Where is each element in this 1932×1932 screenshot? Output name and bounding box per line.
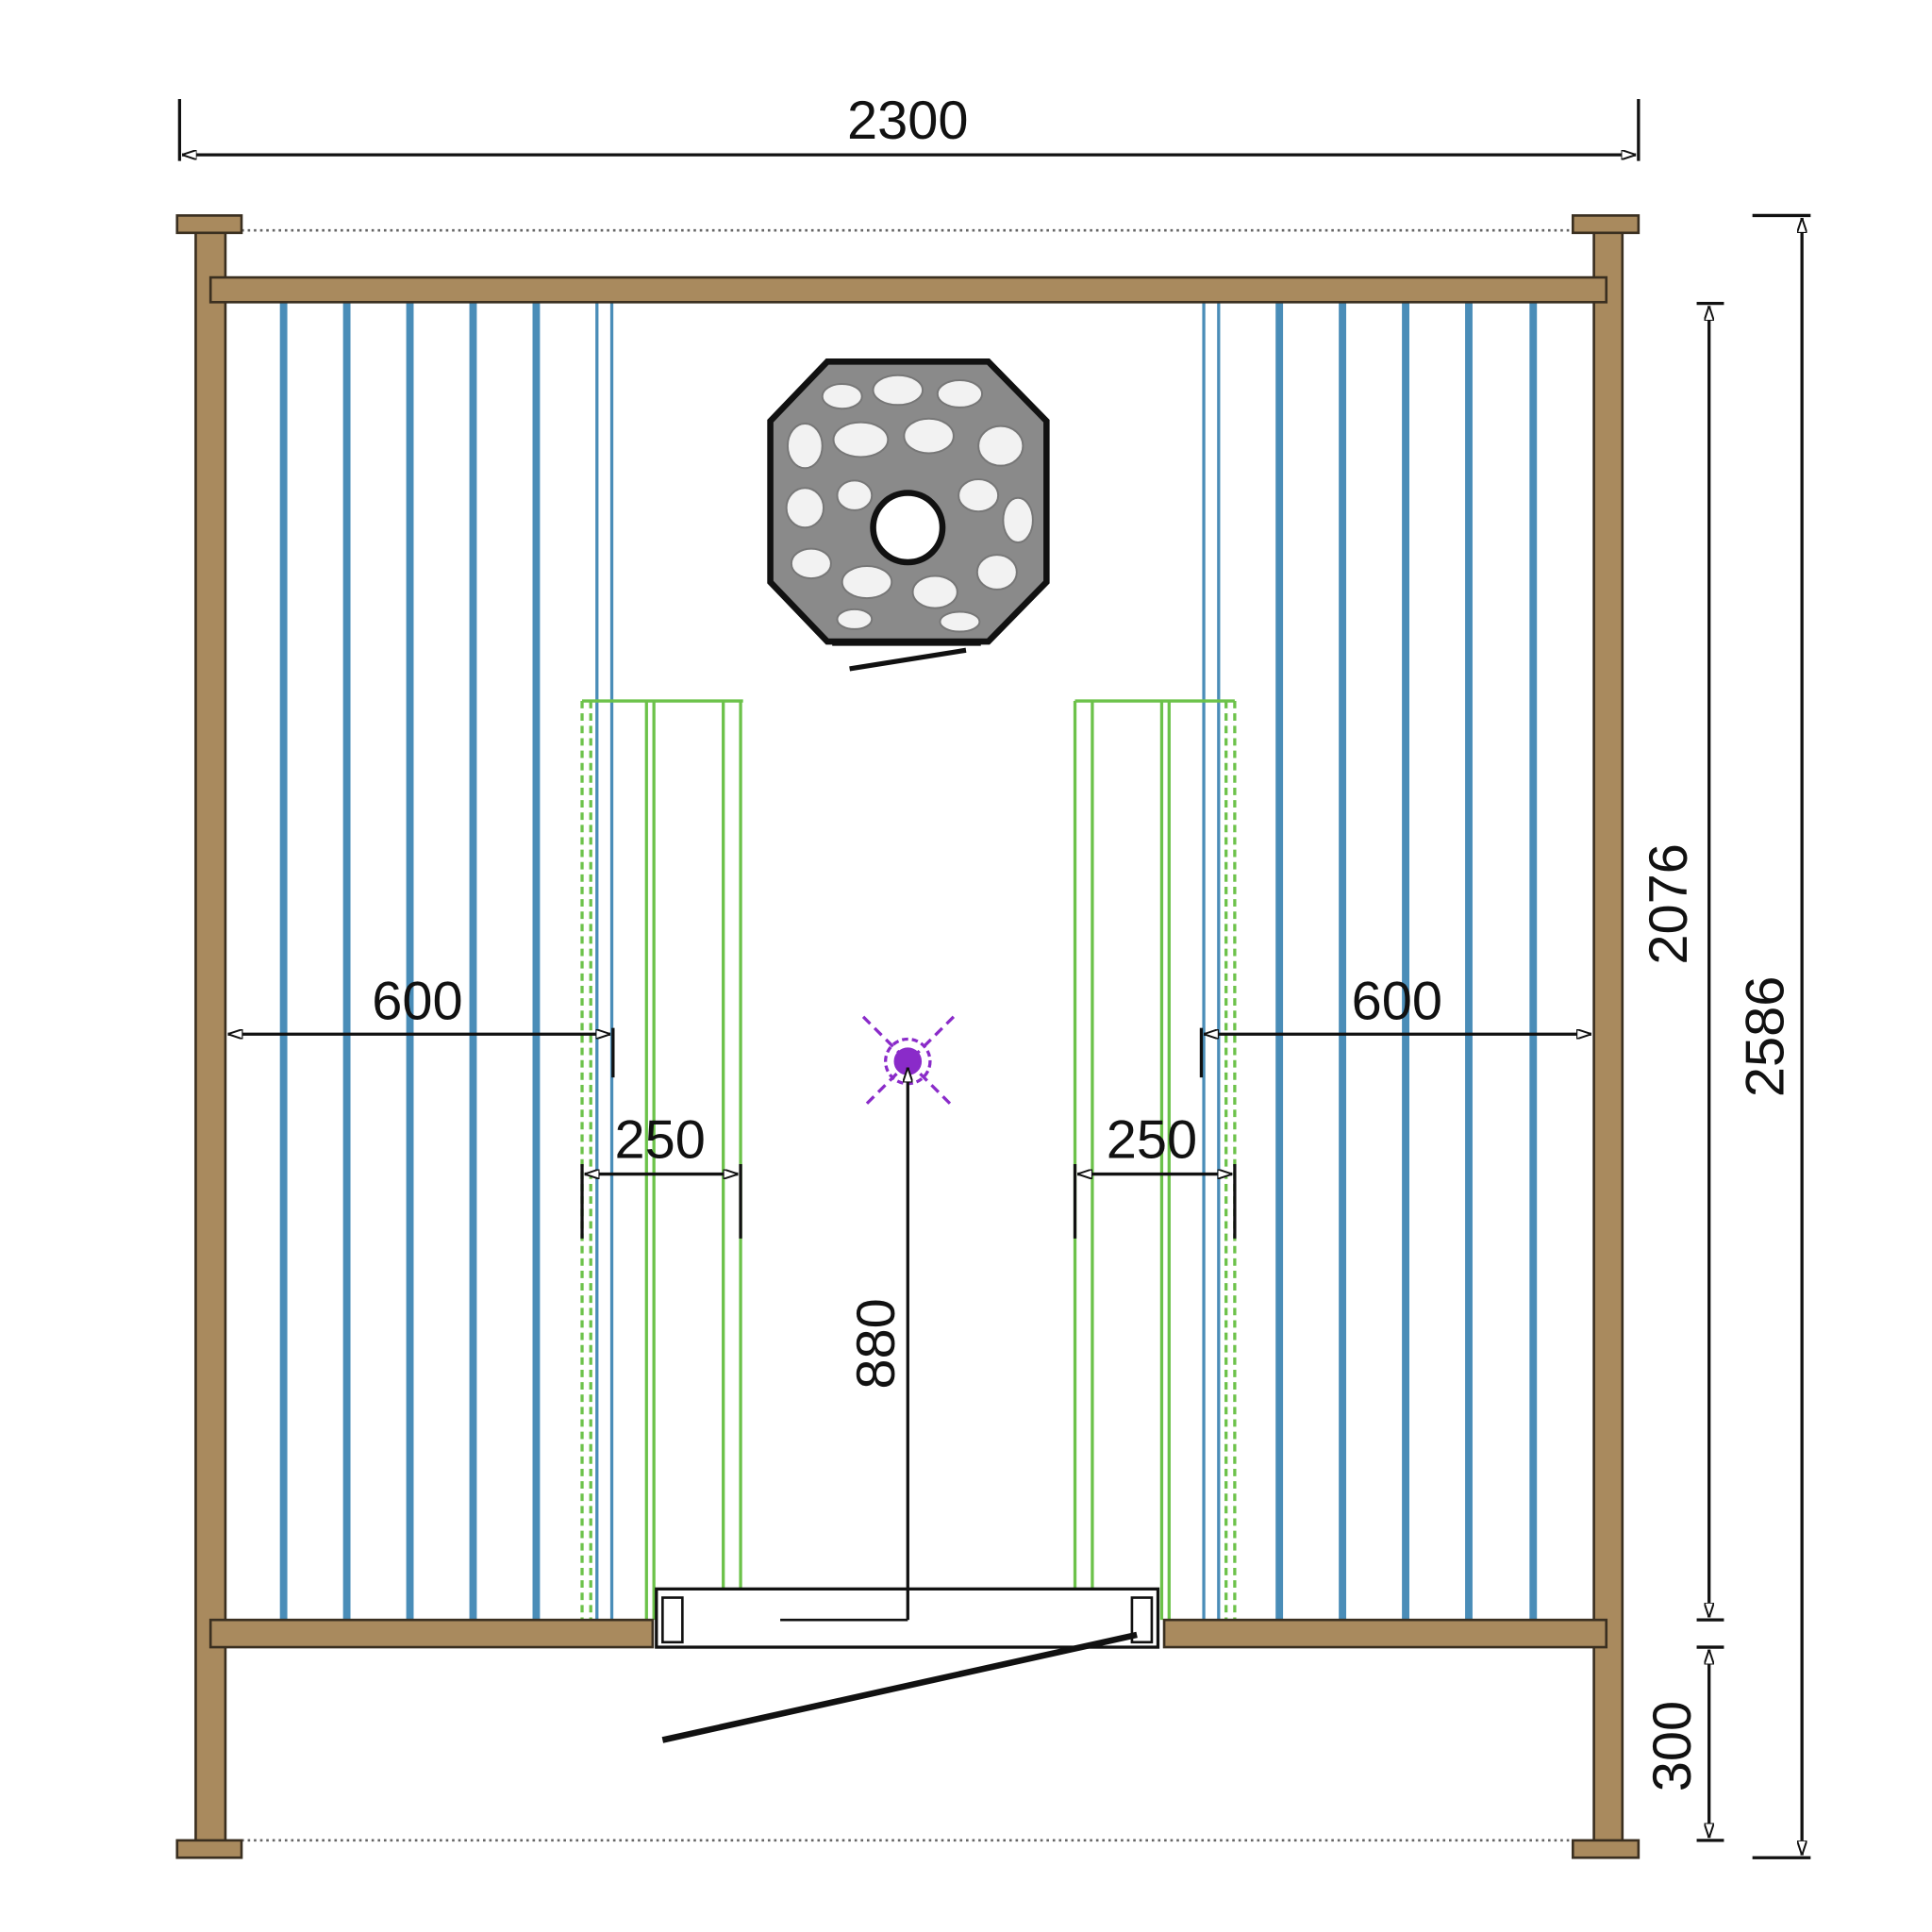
total-depth-label: 2586 — [1735, 976, 1795, 1097]
right-step-width-label: 250 — [1107, 1109, 1197, 1170]
wall-frame — [175, 214, 1641, 1859]
porch-depth-label: 300 — [1642, 1701, 1703, 1791]
right-bench-width-dimension: 600 — [1199, 971, 1591, 1078]
width-label: 2300 — [847, 91, 968, 151]
right-bench — [1073, 699, 1237, 1621]
left-bench-width-label: 600 — [372, 971, 462, 1031]
left-step-width-dimension: 250 — [580, 1109, 742, 1239]
left-step-width-label: 250 — [615, 1109, 706, 1170]
inner-depth-label: 2076 — [1639, 843, 1699, 964]
porch-depth-dimension: 300 — [1642, 1645, 1724, 1842]
total-depth-dimension: 2586 — [1735, 213, 1811, 1859]
left-bench-width-dimension: 600 — [227, 971, 615, 1078]
sauna-stove-icon — [767, 358, 1050, 672]
left-bench — [580, 699, 743, 1621]
right-step-width-dimension: 250 — [1073, 1109, 1237, 1239]
light-distance-dimension: 880 — [846, 1067, 908, 1621]
light-distance-label: 880 — [846, 1298, 907, 1389]
width-dimension: 2300 — [177, 91, 1641, 161]
wall-slats — [279, 302, 1538, 1621]
inner-depth-dimension: 2076 — [1639, 302, 1724, 1622]
right-bench-width-label: 600 — [1352, 971, 1442, 1031]
